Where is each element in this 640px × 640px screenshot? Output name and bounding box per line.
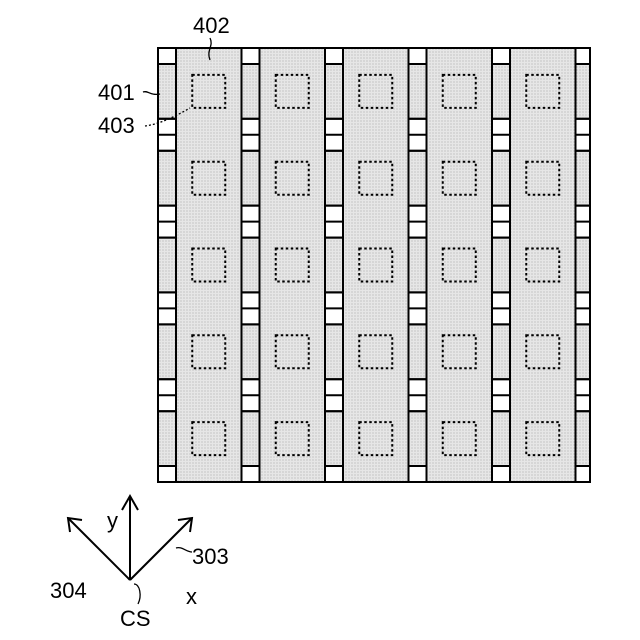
strip-cell [242, 411, 260, 466]
strip-cell [158, 411, 176, 466]
strip-cell [492, 411, 510, 466]
strip-cell [242, 238, 260, 293]
strip-cell [325, 324, 343, 379]
strip-cell [242, 324, 260, 379]
panel-column [427, 48, 493, 482]
label-403: 403 [98, 113, 135, 138]
label-y: y [107, 508, 118, 533]
strip-cell [325, 411, 343, 466]
strip-cell [242, 64, 260, 119]
strip-cell [409, 324, 427, 379]
strip-cell [492, 151, 510, 206]
label-401: 401 [98, 80, 135, 105]
strip-cell [158, 151, 176, 206]
strip-cell [158, 238, 176, 293]
strip-cell [492, 324, 510, 379]
label-x: x [186, 584, 197, 609]
strip-cell [492, 238, 510, 293]
strip-cell [242, 151, 260, 206]
strip-cell [158, 324, 176, 379]
electrode-grid [158, 48, 590, 482]
strip-cell [158, 64, 176, 119]
panel-column [510, 48, 576, 482]
panel-column [176, 48, 242, 482]
strip-cell [409, 151, 427, 206]
strip-cell [492, 64, 510, 119]
strip-cell [409, 238, 427, 293]
label-402: 402 [193, 13, 230, 38]
strip-cell [325, 238, 343, 293]
strip-cell [409, 411, 427, 466]
leader-303 [176, 548, 192, 552]
strip-cell [325, 64, 343, 119]
label-304: 304 [50, 578, 87, 603]
axis-304-arrow [68, 518, 130, 580]
panel-column [260, 48, 326, 482]
label-cs: CS [120, 606, 151, 631]
panel-column [343, 48, 409, 482]
leader-cs [134, 584, 140, 604]
label-303: 303 [192, 544, 229, 569]
strip-cell [325, 151, 343, 206]
coordinate-system [68, 496, 192, 580]
strip-cell [409, 64, 427, 119]
